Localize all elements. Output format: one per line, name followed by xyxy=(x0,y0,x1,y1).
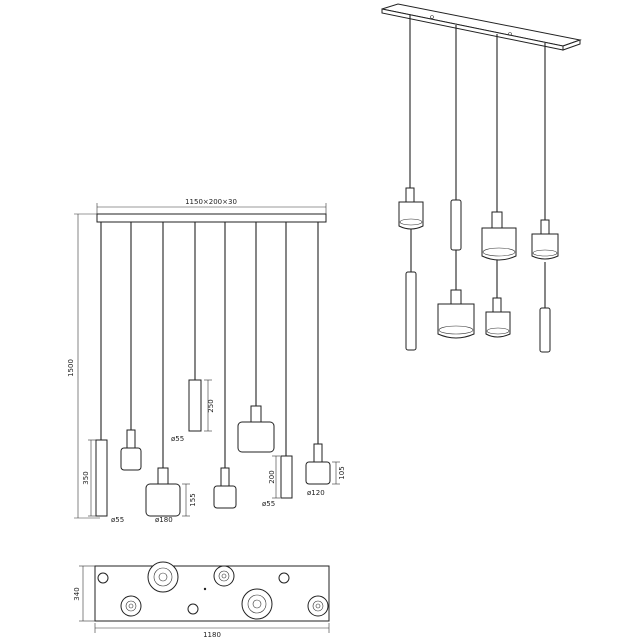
dim-dia55-a-label: ø55 xyxy=(111,516,124,524)
front-pendant-3-large-shade: 155 ø180 xyxy=(145,467,197,524)
perspective-pendant-6-large-shade xyxy=(437,289,475,339)
perspective-canopy xyxy=(381,3,582,51)
dim-dia55-c-label: ø55 xyxy=(262,500,275,508)
perspective-pendant-7-small-shade xyxy=(485,297,511,338)
front-pendant-8-small-shade: 105 ø120 xyxy=(305,443,346,497)
front-pendant-2-small-shade xyxy=(120,429,142,471)
front-view: 1150×200×30 1500 350 xyxy=(67,198,346,524)
perspective-pendant-3-large-shade xyxy=(481,211,517,261)
top-view-large-shade-1 xyxy=(147,561,179,593)
top-view: 340 1180 xyxy=(73,561,330,639)
canopy-dimension-label: 1150×200×30 xyxy=(185,198,237,206)
perspective-pendant-5-tube xyxy=(405,271,417,351)
dim-350-label: 350 xyxy=(82,471,90,484)
canopy-dimension: 1150×200×30 xyxy=(96,198,327,215)
top-view-large-shade-2 xyxy=(241,588,273,620)
top-view-tube-1 xyxy=(97,572,109,584)
depth-dimension-label: 340 xyxy=(73,587,81,600)
top-view-small-shade-3 xyxy=(307,595,329,617)
perspective-pendant-4-small-shade xyxy=(531,219,559,260)
front-pendant-7-tube: 200 ø55 xyxy=(262,455,293,508)
top-view-small-shade-1 xyxy=(213,565,235,587)
dim-200-label: 200 xyxy=(268,470,276,483)
dim-105-label: 105 xyxy=(338,466,346,479)
perspective-view xyxy=(381,3,582,353)
top-view-tube-3 xyxy=(187,603,199,615)
perspective-pendant-8-tube xyxy=(539,307,551,353)
perspective-cords xyxy=(409,15,546,308)
front-pendant-4-tube: 250 ø55 xyxy=(171,379,215,443)
front-cords xyxy=(100,222,319,468)
dim-250-label: 250 xyxy=(207,399,215,412)
perspective-pendant-1-small-shade xyxy=(398,187,424,230)
front-pendant-1-tube: 350 ø55 xyxy=(82,439,124,524)
dim-155-label: 155 xyxy=(189,493,197,506)
dim-dia120-label: ø120 xyxy=(307,489,325,497)
top-view-tube-2 xyxy=(278,572,290,584)
front-pendant-6-large-shade xyxy=(237,405,275,453)
top-view-mount-point xyxy=(203,587,207,591)
dim-dia55-b-label: ø55 xyxy=(171,435,184,443)
width-dimension-label: 1180 xyxy=(203,631,221,639)
front-pendant-5-small-shade xyxy=(213,467,237,509)
perspective-pendant-2-tube xyxy=(450,199,462,251)
height-dimension: 1500 xyxy=(67,213,100,519)
top-view-small-shade-2 xyxy=(120,595,142,617)
front-canopy xyxy=(96,213,327,223)
height-dimension-label: 1500 xyxy=(67,359,75,377)
dim-dia180-label: ø180 xyxy=(155,516,173,524)
